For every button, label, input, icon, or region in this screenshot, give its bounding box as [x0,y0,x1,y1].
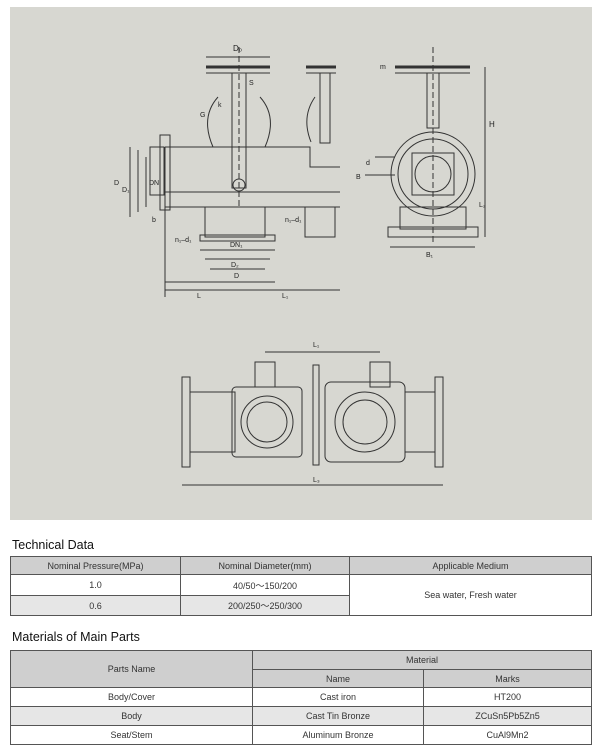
label-l2: L₂ [479,202,486,209]
valve-technical-drawing: D₀ S k G D D₁ DN b n₁–d₁ n₁–d₁ DN₁ D₂ D … [10,7,592,520]
label-l3: L₁ [313,342,320,349]
cell-part: Seat/Stem [10,725,253,745]
side-view [365,47,486,248]
cell-name: Aluminum Bronze [252,725,424,745]
label-k: k [218,102,222,109]
label-g: G [200,112,205,119]
table-row: 1.0 40/50～150/200 Sea water, Fresh water [10,574,592,616]
header-material: Material [252,650,592,670]
label-s: S [249,80,254,87]
table-row: Body Cast Tin Bronze ZCuSn5Pb5Zn5 [10,706,592,726]
label-nd: n₁–d₁ [175,237,192,244]
label-dn: DN [149,180,159,187]
drawing-canvas: D₀ S k G D D₁ DN b n₁–d₁ n₁–d₁ DN₁ D₂ D … [114,44,495,486]
header-marks: Marks [423,669,592,688]
materials-title: Materials of Main Parts [12,630,140,644]
plan-view [181,351,444,486]
cell-marks: HT200 [423,687,592,707]
label-d2: D₂ [231,262,239,269]
cell-diameter: 40/50～150/200 [180,574,350,596]
table-row: Seat/Stem Aluminum Bronze CuAl9Mn2 [10,725,592,745]
label-d1: D₁ [122,187,130,194]
front-view [129,47,340,297]
header-parts-name: Parts Name [10,650,253,688]
label-b1: B₁ [426,252,434,259]
technical-data-title: Technical Data [12,538,94,552]
header-name: Name [252,669,424,688]
cell-pressure: 0.6 [10,595,181,616]
cell-name: Cast Tin Bronze [252,706,424,726]
technical-data-table: Nominal Pressure(MPa) Nominal Diameter(m… [10,556,592,616]
header-pressure: Nominal Pressure(MPa) [10,556,181,575]
materials-table: Parts Name Material Name Marks Body/Cove… [10,650,592,745]
label-d: D [114,180,119,187]
cell-name: Cast iron [252,687,424,707]
label-l: L [197,293,201,300]
cell-part: Body [10,706,253,726]
label-d-bottom: D [234,273,239,280]
label-d-small: d [366,160,370,167]
header-medium: Applicable Medium [349,556,592,575]
cell-diameter: 200/250～250/300 [180,595,350,616]
label-m: m [380,64,386,71]
label-dn1: DN₁ [230,242,243,249]
cell-marks: ZCuSn5Pb5Zn5 [423,706,592,726]
label-d0: D₀ [233,44,242,53]
label-nd2: n₁–d₁ [285,217,302,224]
cell-medium: Sea water, Fresh water [349,574,592,616]
cell-part: Body/Cover [10,687,253,707]
label-h: H [489,120,495,129]
header-diameter: Nominal Diameter(mm) [180,556,350,575]
cell-pressure: 1.0 [10,574,181,596]
label-l4: L₃ [313,477,320,484]
cell-marks: CuAl9Mn2 [423,725,592,745]
label-b-side: B [356,174,361,181]
table-row: Body/Cover Cast iron HT200 [10,687,592,707]
label-l1: L₁ [282,293,289,300]
label-b: b [152,217,156,224]
